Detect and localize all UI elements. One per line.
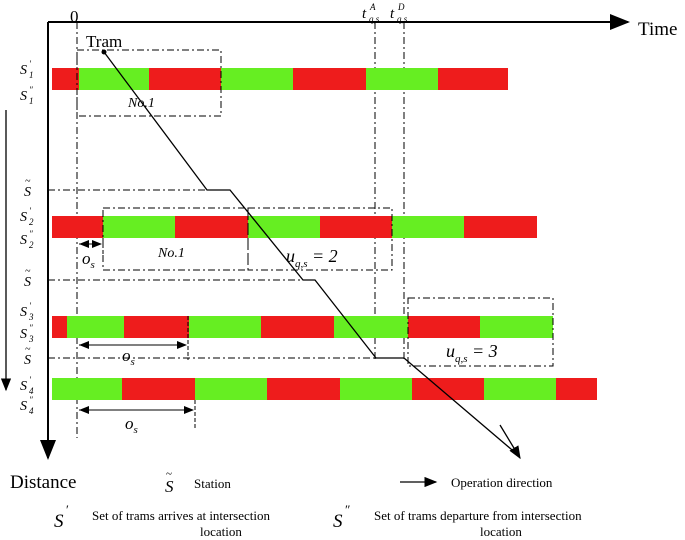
- svg-text:″: ″: [29, 323, 33, 333]
- legend-s-prime-symbol: S: [54, 511, 64, 532]
- svg-text:q,s: q,s: [369, 14, 380, 24]
- svg-text:″: ″: [29, 395, 33, 405]
- svg-text:1: 1: [29, 70, 34, 80]
- tram-trajectory-arrow: [499, 424, 521, 460]
- svg-text:′: ′: [29, 206, 32, 216]
- svg-text:′: ′: [29, 301, 32, 311]
- station3-label: S: [24, 353, 31, 368]
- svg-text:″: ″: [345, 502, 350, 517]
- svg-text:′: ′: [29, 59, 32, 69]
- time-axis-label: Time: [638, 19, 677, 40]
- distance-axis-label: Distance: [10, 472, 76, 493]
- u-equals-3-label: uq,s = 3: [446, 341, 498, 365]
- svg-text:1: 1: [29, 96, 34, 106]
- svg-text:3: 3: [28, 312, 34, 322]
- tram-start-point: [101, 49, 107, 55]
- row2-depart-label: S: [20, 233, 27, 248]
- svg-text:″: ″: [29, 229, 33, 239]
- svg-text:4: 4: [29, 386, 34, 396]
- svg-text:t: t: [390, 6, 395, 22]
- arrival-time-marker-label: t A q,s: [362, 2, 380, 24]
- svg-text:A: A: [369, 2, 376, 12]
- no1-label-row2: No.1: [157, 246, 185, 261]
- svg-text:3: 3: [28, 334, 34, 344]
- row3-depart-label: S: [20, 327, 27, 342]
- svg-text:D: D: [397, 2, 405, 12]
- row3-arrive-label: S: [20, 305, 27, 320]
- legend-s-prime-text-1: Set of trams arrives at intersection: [92, 508, 270, 523]
- svg-text:~: ~: [25, 176, 31, 187]
- station2-label: S: [24, 275, 31, 290]
- offset-label-row4: os: [125, 414, 138, 436]
- svg-text:4: 4: [29, 406, 34, 416]
- svg-text:q,s: q,s: [397, 14, 408, 24]
- svg-text:~: ~: [25, 344, 31, 355]
- legend-s-dprime-symbol: S: [333, 511, 343, 532]
- signal-row-2: [52, 216, 537, 238]
- svg-text:~: ~: [25, 266, 31, 277]
- legend-s-dprime-text-1: Set of trams departure from intersection: [374, 508, 582, 523]
- tram-trajectory: [103, 51, 519, 456]
- legend: S ~ Station Operation direction S ′ Set …: [54, 468, 582, 539]
- svg-text:~: ~: [166, 468, 172, 480]
- offset-label-row2: os: [82, 249, 95, 271]
- legend-s-dprime-text-2: location: [480, 524, 522, 539]
- row1-arrive-label: S: [20, 63, 27, 78]
- svg-text:t: t: [362, 6, 367, 22]
- svg-text:′: ′: [66, 502, 69, 517]
- svg-text:2: 2: [29, 240, 34, 250]
- legend-direction-text: Operation direction: [451, 475, 553, 490]
- offset-markers: [79, 238, 196, 428]
- legend-s-prime-text-2: location: [200, 524, 242, 539]
- signal-row-4: [52, 378, 597, 400]
- legend-station-text: Station: [194, 476, 231, 491]
- signal-row-1: [52, 68, 508, 90]
- row4-arrive-label: S: [20, 379, 27, 394]
- row2-arrive-label: S: [20, 210, 27, 225]
- window-boxes: [76, 49, 554, 367]
- row4-depart-label: S: [20, 399, 27, 414]
- legend-station-symbol: S: [165, 477, 174, 496]
- row1-depart-label: S: [20, 89, 27, 104]
- station1-label: S: [24, 185, 31, 200]
- svg-text:2: 2: [29, 217, 34, 227]
- u-equals-2-label: uq,s = 2: [286, 246, 338, 270]
- svg-text:′: ′: [29, 375, 32, 385]
- tram-label: Tram: [86, 32, 122, 51]
- svg-text:″: ″: [29, 85, 33, 95]
- departure-time-marker-label: t D q,s: [390, 2, 408, 24]
- no1-label-row1: No.1: [127, 96, 155, 111]
- offset-label-row3: os: [122, 346, 135, 368]
- origin-label: 0: [70, 7, 79, 26]
- signal-row-3: [52, 316, 553, 338]
- row-labels: S′1 S″1 S~ S′2 S″2 S~ S′3 S″3 S~ S′4 S″4: [20, 59, 34, 416]
